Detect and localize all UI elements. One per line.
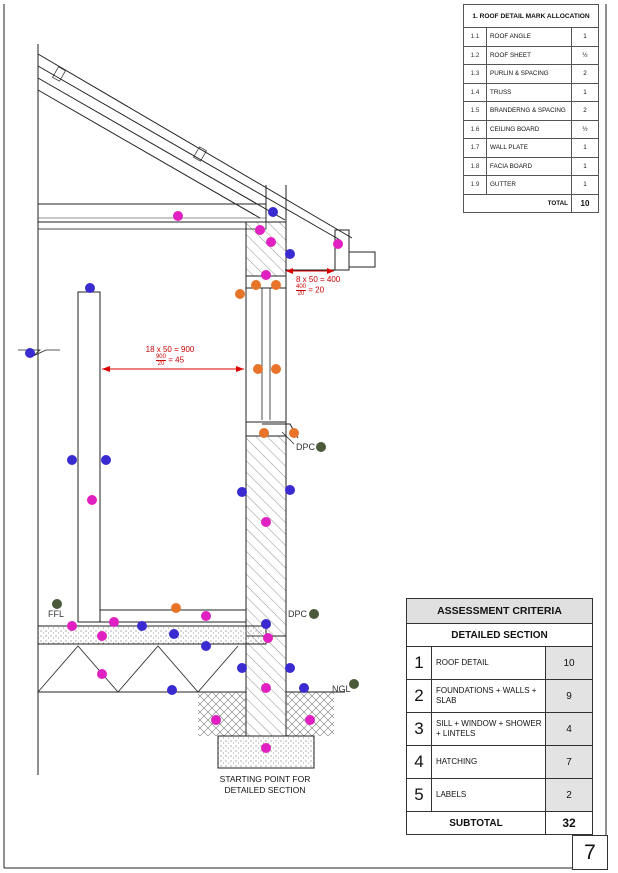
- roof-row-number: 1.6: [463, 119, 487, 139]
- roof-row-mark: ½: [571, 45, 599, 65]
- label-dpc-upper: DPC: [296, 442, 316, 452]
- roof-row-item: ROOF ANGLE: [486, 27, 572, 47]
- assessment-row-value: 2: [545, 778, 593, 812]
- roof-row-number: 1.7: [463, 138, 487, 158]
- roof-row-number: 1.2: [463, 45, 487, 65]
- assessment-row-label: HATCHING: [431, 745, 546, 779]
- label-ffl: FFL: [48, 609, 65, 619]
- dimension-lines: [102, 268, 334, 372]
- roof-row-item: FACIA BOARD: [486, 156, 572, 176]
- assessment-row-label: LABELS: [431, 778, 546, 812]
- roof-row-number: 1.9: [463, 175, 487, 195]
- assessment-row-value: 10: [545, 646, 593, 680]
- mark-markers: [25, 207, 359, 753]
- assessment-subtitle: DETAILED SECTION: [406, 623, 593, 647]
- roof-row-number: 1.3: [463, 64, 487, 84]
- assessment-row-number: 5: [406, 778, 432, 812]
- label-ngl: NGL: [332, 684, 351, 694]
- assessment-row-label: SILL + WINDOW + SHOWER + LINTELS: [431, 712, 546, 746]
- roof-total-value: 10: [571, 193, 599, 213]
- roof-row-number: 1.1: [463, 27, 487, 47]
- starting-point-note: STARTING POINT FOR DETAILED SECTION: [219, 774, 311, 795]
- subtotal-label: SUBTOTAL: [406, 811, 546, 835]
- assessment-row-number: 4: [406, 745, 432, 779]
- roof-row-number: 1.5: [463, 101, 487, 121]
- subtotal-value: 32: [545, 811, 593, 835]
- assessment-row-value: 4: [545, 712, 593, 746]
- roof-row-item: GUTTER: [486, 175, 572, 195]
- roof-row-mark: 1: [571, 156, 599, 176]
- roof-row-mark: 1: [571, 27, 599, 47]
- roof-total-label: TOTAL: [463, 193, 572, 213]
- roof-row-item: WALL PLATE: [486, 138, 572, 158]
- roof-row-item: BRANDERNG & SPACING: [486, 101, 572, 121]
- assessment-title: ASSESSMENT CRITERIA: [406, 598, 593, 624]
- assessment-row-label: ROOF DETAIL: [431, 646, 546, 680]
- roof-row-number: 1.8: [463, 156, 487, 176]
- roof-row-mark: 2: [571, 64, 599, 84]
- roof-row-mark: 2: [571, 101, 599, 121]
- label-dpc-lower: DPC: [288, 609, 308, 619]
- roof-table-title: 1. ROOF DETAIL MARK ALLOCATION: [463, 4, 599, 28]
- roof-row-item: PURLIN & SPACING: [486, 64, 572, 84]
- roof-row-item: ROOF SHEET: [486, 45, 572, 65]
- assessment-row-value: 9: [545, 679, 593, 713]
- roof-row-mark: ½: [571, 119, 599, 139]
- roof-row-mark: 1: [571, 82, 599, 102]
- roof-row-item: TRUSS: [486, 82, 572, 102]
- roof-row-mark: 1: [571, 138, 599, 158]
- external-wall: [245, 185, 299, 737]
- assessment-row-value: 7: [545, 745, 593, 779]
- assessment-row-number: 1: [406, 646, 432, 680]
- assessment-row-label: FOUNDATIONS + WALLS + SLAB: [431, 679, 546, 713]
- roof-row-number: 1.4: [463, 82, 487, 102]
- internal-wall: [77, 291, 101, 623]
- assessment-row-number: 3: [406, 712, 432, 746]
- roof-row-item: CEILING BOARD: [486, 119, 572, 139]
- roof-row-mark: 1: [571, 175, 599, 195]
- roof: [37, 53, 376, 271]
- assessment-row-number: 2: [406, 679, 432, 713]
- page-number: 7: [572, 835, 608, 870]
